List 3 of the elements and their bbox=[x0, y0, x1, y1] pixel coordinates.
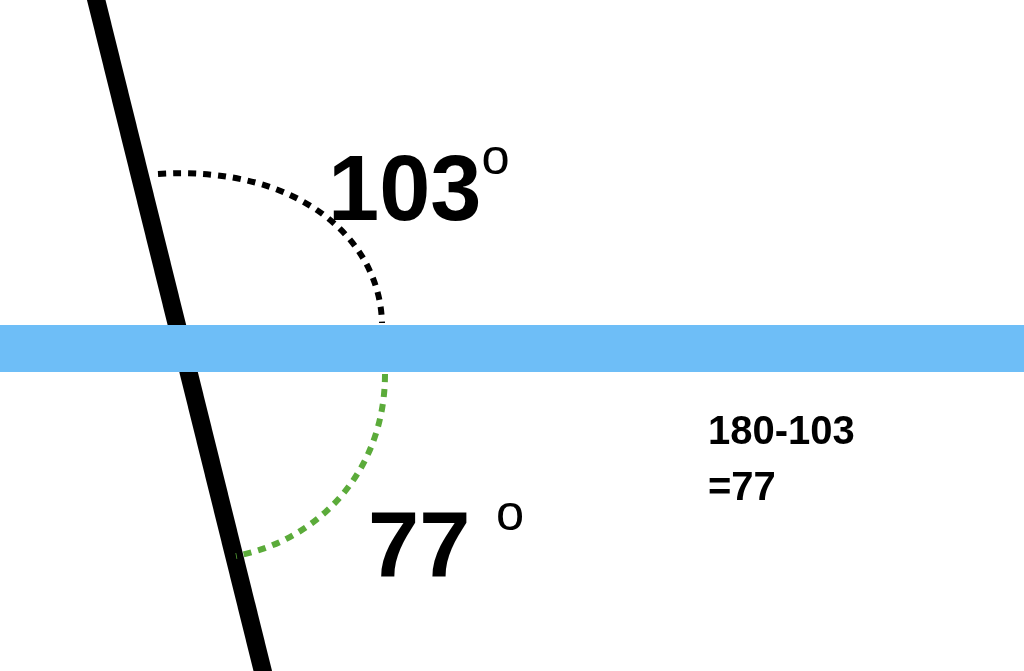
angle-label: 103$^{o}$ bbox=[328, 132, 510, 234]
calculation-note: 180-103 =77 bbox=[708, 407, 856, 510]
angle-label: 77 $^{o}$ bbox=[368, 488, 525, 590]
